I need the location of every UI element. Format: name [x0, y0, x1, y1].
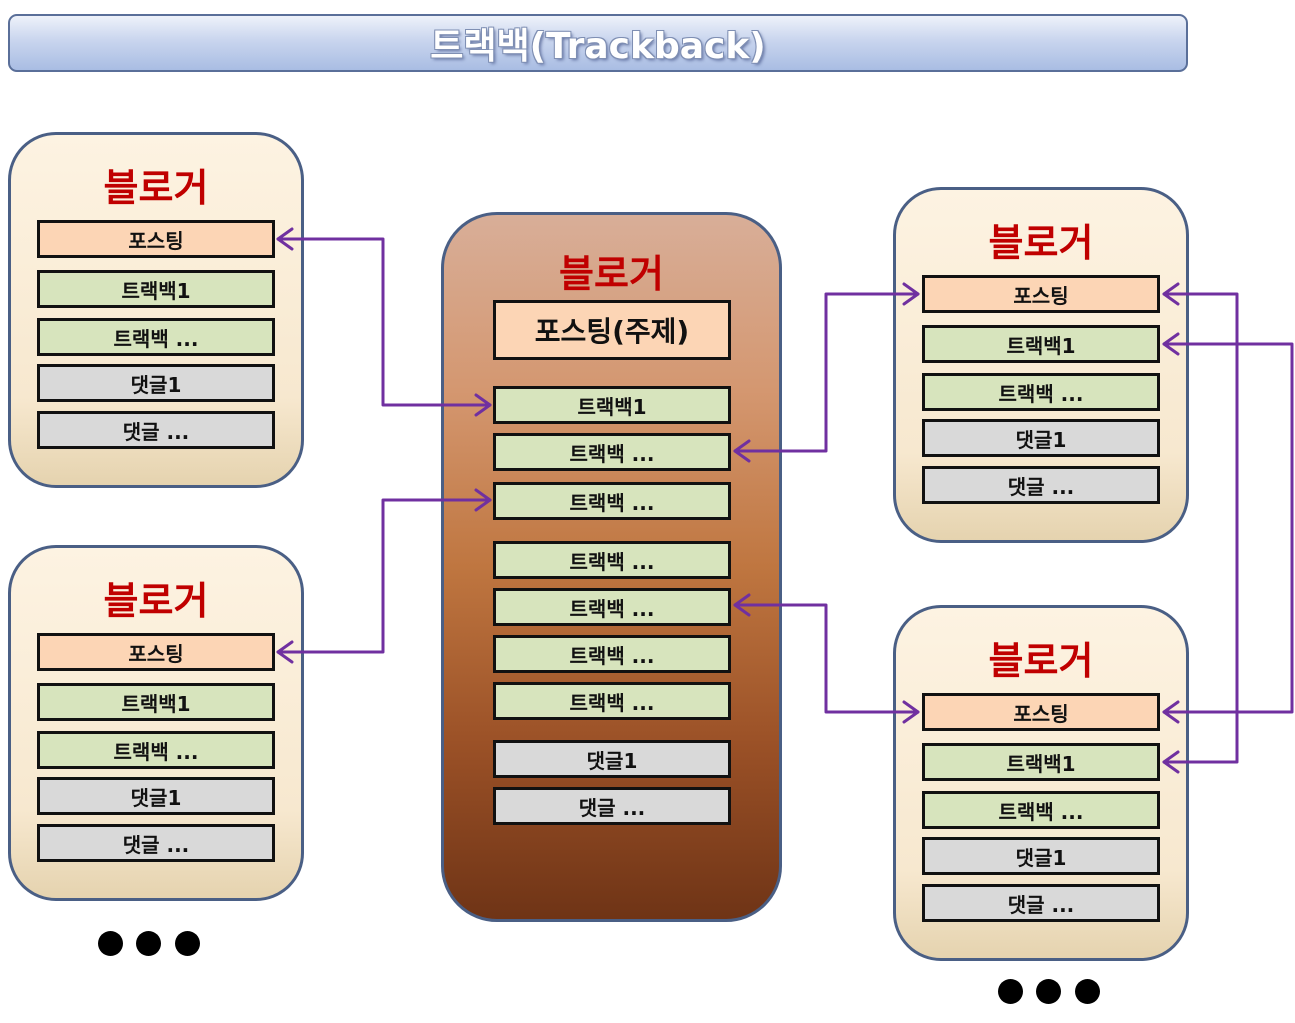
- comment-box: 댓글 ...: [493, 787, 731, 825]
- ellipsis-dot: [136, 931, 161, 956]
- trackback-box: 트랙백 ...: [493, 682, 731, 720]
- trackback-box: 트랙백1: [493, 386, 731, 424]
- arrowhead: [733, 439, 751, 463]
- arrowhead: [276, 640, 294, 664]
- trackback-box: 트랙백 ...: [493, 433, 731, 471]
- arrow-connector: [733, 292, 920, 453]
- trackback-box: 트랙백 ...: [493, 541, 731, 579]
- ellipsis-dot: [1075, 979, 1100, 1004]
- trackback-box: 트랙백 ...: [493, 635, 731, 673]
- ellipsis-dot: [175, 931, 200, 956]
- comment-box: 댓글 ...: [922, 884, 1160, 922]
- posting-box: 포스팅: [37, 220, 275, 258]
- comment-box: 댓글1: [37, 777, 275, 815]
- arrowhead: [1162, 750, 1180, 774]
- comment-box: 댓글1: [37, 364, 275, 402]
- arrow-connector: [276, 498, 492, 654]
- comment-box: 댓글 ...: [37, 824, 275, 862]
- arrowhead: [733, 593, 751, 617]
- arrowhead: [1162, 332, 1180, 356]
- ellipsis-dot: [998, 979, 1023, 1004]
- posting-box: 포스팅: [922, 275, 1160, 313]
- arrowhead: [902, 700, 920, 724]
- panel-title: 블로거: [103, 579, 209, 623]
- ellipsis-dot: [1036, 979, 1061, 1004]
- ellipsis-dot: [98, 931, 123, 956]
- title-bar: 트랙백(Trackback): [8, 14, 1188, 72]
- comment-box: 댓글 ...: [37, 411, 275, 449]
- comment-box: 댓글1: [922, 419, 1160, 457]
- trackback-box: 트랙백 ...: [493, 482, 731, 520]
- panel-title: 블로거: [988, 639, 1094, 683]
- arrow-connector: [1162, 292, 1239, 764]
- comment-box: 댓글1: [493, 740, 731, 778]
- trackback-box: 트랙백 ...: [37, 731, 275, 769]
- posting-box: 포스팅: [922, 693, 1160, 731]
- arrowhead: [1162, 700, 1180, 724]
- arrow-connector: [1162, 342, 1294, 714]
- arrowhead: [902, 282, 920, 306]
- trackback-box: 트랙백 ...: [493, 588, 731, 626]
- trackback-box: 트랙백 ...: [922, 791, 1160, 829]
- arrowhead: [474, 488, 492, 512]
- main-posting-box: 포스팅(주제): [493, 300, 731, 360]
- panel-title: 블로거: [103, 166, 209, 210]
- panel-title: 블로거: [988, 221, 1094, 265]
- trackback-box: 트랙백 ...: [922, 373, 1160, 411]
- trackback-box: 트랙백 ...: [37, 318, 275, 356]
- posting-box: 포스팅: [37, 633, 275, 671]
- diagram-title: 트랙백(Trackback): [430, 26, 766, 67]
- comment-box: 댓글1: [922, 837, 1160, 875]
- arrowhead: [474, 393, 492, 417]
- trackback-box: 트랙백1: [37, 683, 275, 721]
- arrow-connector: [733, 603, 920, 714]
- arrowhead: [276, 227, 294, 251]
- panel-title: 블로거: [559, 252, 664, 296]
- comment-box: 댓글 ...: [922, 466, 1160, 504]
- trackback-box: 트랙백1: [922, 743, 1160, 781]
- arrow-connector: [276, 237, 492, 407]
- arrowhead: [1162, 282, 1180, 306]
- trackback-box: 트랙백1: [922, 325, 1160, 363]
- trackback-box: 트랙백1: [37, 270, 275, 308]
